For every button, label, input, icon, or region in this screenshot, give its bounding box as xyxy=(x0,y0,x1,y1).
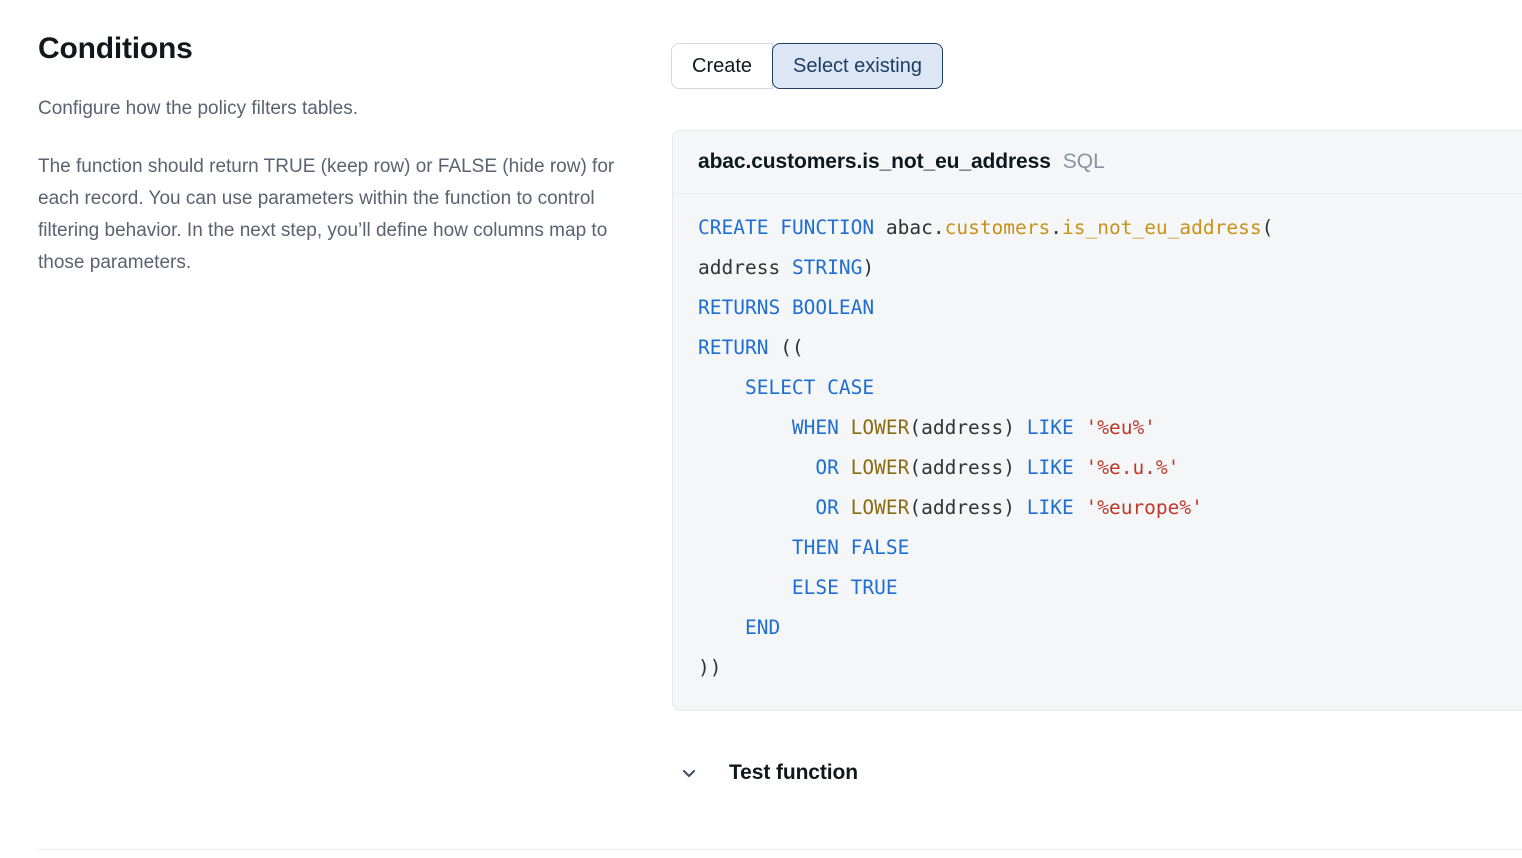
code-token-keyword: BOOLEAN xyxy=(791,296,875,319)
code-token-function: LOWER xyxy=(850,496,910,519)
code-token-punctuation: ) xyxy=(1003,456,1027,479)
code-line: END xyxy=(673,608,1522,648)
code-token-function: LOWER xyxy=(850,456,910,479)
code-token-keyword: RETURN xyxy=(698,336,769,359)
code-token-keyword: CASE xyxy=(827,376,875,399)
code-token-punctuation: . xyxy=(932,216,945,239)
tab-select-existing[interactable]: Select existing xyxy=(772,43,943,89)
code-token-plain xyxy=(815,376,827,399)
code-token-identifier: address xyxy=(921,496,1004,519)
code-token-plain xyxy=(698,416,792,439)
code-token-plain xyxy=(698,496,815,519)
code-token-keyword: FALSE xyxy=(850,536,910,559)
code-token-plain xyxy=(698,536,792,559)
code-token-keyword: FUNCTION xyxy=(780,216,875,239)
code-token-keyword: LIKE xyxy=(1026,416,1074,439)
code-token-punctuation: ( xyxy=(909,416,922,439)
code-line: address STRING) xyxy=(673,248,1522,288)
tab-create[interactable]: Create xyxy=(671,43,774,89)
code-token-keyword: RETURNS xyxy=(698,296,781,319)
code-token-plain xyxy=(780,296,792,319)
code-token-punctuation: ) xyxy=(862,256,875,279)
code-token-plain xyxy=(768,216,780,239)
code-token-identifier: address xyxy=(921,416,1004,439)
sql-function-card: abac.customers.is_not_eu_address SQL CRE… xyxy=(672,130,1522,711)
code-token-plain xyxy=(839,496,851,519)
sql-code-block: CREATE FUNCTION abac.customers.is_not_eu… xyxy=(673,194,1522,710)
page-title: Conditions xyxy=(38,32,193,65)
right-content-column: Create Select existing abac.customers.is… xyxy=(670,0,1522,858)
code-token-identifier: address xyxy=(921,456,1004,479)
language-label: SQL xyxy=(1062,150,1105,173)
code-token-keyword: SELECT xyxy=(744,376,816,399)
code-line: WHEN LOWER(address) LIKE '%eu%' xyxy=(673,408,1522,448)
code-line: SELECT CASE xyxy=(673,368,1522,408)
code-token-keyword: CREATE xyxy=(698,216,769,239)
code-token-plain xyxy=(1074,456,1086,479)
code-line: THEN FALSE xyxy=(673,528,1522,568)
code-token-plain xyxy=(698,616,745,639)
code-token-string: '%eu%' xyxy=(1085,416,1156,439)
code-token-plain xyxy=(839,456,851,479)
code-token-name: is_not_eu_address xyxy=(1062,216,1262,239)
code-token-plain xyxy=(698,376,745,399)
code-token-keyword: OR xyxy=(815,456,839,479)
code-token-plain xyxy=(839,536,851,559)
code-line: )) xyxy=(673,648,1522,688)
code-token-punctuation: ) xyxy=(1003,416,1027,439)
code-token-plain xyxy=(698,456,815,479)
test-function-label: Test function xyxy=(729,761,858,784)
left-description-column: Conditions Configure how the policy filt… xyxy=(38,32,638,279)
code-token-plain xyxy=(874,216,886,239)
code-token-keyword: LIKE xyxy=(1026,456,1074,479)
code-token-punctuation: ( xyxy=(1261,216,1274,239)
code-token-keyword: END xyxy=(744,616,781,639)
code-token-keyword: OR xyxy=(815,496,839,519)
description-paragraph-1: Configure how the policy filters tables. xyxy=(38,97,358,119)
code-token-keyword: THEN xyxy=(791,536,839,559)
code-token-name: customers xyxy=(944,216,1051,239)
code-token-plain xyxy=(698,576,792,599)
code-token-identifier: address xyxy=(698,256,781,279)
code-line: RETURN (( xyxy=(673,328,1522,368)
code-token-keyword: WHEN xyxy=(791,416,839,439)
code-token-identifier: abac xyxy=(885,216,933,239)
code-token-keyword: TRUE xyxy=(850,576,898,599)
code-line: OR LOWER(address) LIKE '%e.u.%' xyxy=(673,448,1522,488)
code-token-punctuation: )) xyxy=(698,656,722,679)
code-token-punctuation: ( xyxy=(909,456,922,479)
code-token-keyword: STRING xyxy=(791,256,863,279)
code-token-plain xyxy=(839,416,851,439)
code-token-keyword: LIKE xyxy=(1026,496,1074,519)
description-paragraph-2: The function should return TRUE (keep ro… xyxy=(38,155,615,273)
code-token-string: '%europe%' xyxy=(1085,496,1203,519)
code-line: CREATE FUNCTION abac.customers.is_not_eu… xyxy=(673,208,1522,248)
code-token-punctuation: (( xyxy=(768,336,804,359)
code-token-punctuation: ) xyxy=(1003,496,1027,519)
code-token-punctuation: . xyxy=(1050,216,1063,239)
chevron-down-icon xyxy=(672,763,706,783)
code-token-plain xyxy=(780,256,792,279)
code-line: OR LOWER(address) LIKE '%europe%' xyxy=(673,488,1522,528)
code-token-plain xyxy=(1074,416,1086,439)
function-name-label: abac.customers.is_not_eu_address xyxy=(698,150,1051,173)
bottom-divider xyxy=(38,849,1522,850)
code-line: RETURNS BOOLEAN xyxy=(673,288,1522,328)
sql-function-card-header: abac.customers.is_not_eu_address SQL xyxy=(673,131,1522,194)
code-token-keyword: ELSE xyxy=(791,576,839,599)
code-token-punctuation: ( xyxy=(909,496,922,519)
code-token-plain xyxy=(1074,496,1086,519)
code-token-plain xyxy=(839,576,851,599)
code-line: ELSE TRUE xyxy=(673,568,1522,608)
mode-segmented-control: Create Select existing xyxy=(671,43,943,89)
code-token-string: '%e.u.%' xyxy=(1085,456,1180,479)
test-function-accordion[interactable]: Test function xyxy=(672,752,858,794)
code-token-function: LOWER xyxy=(850,416,910,439)
